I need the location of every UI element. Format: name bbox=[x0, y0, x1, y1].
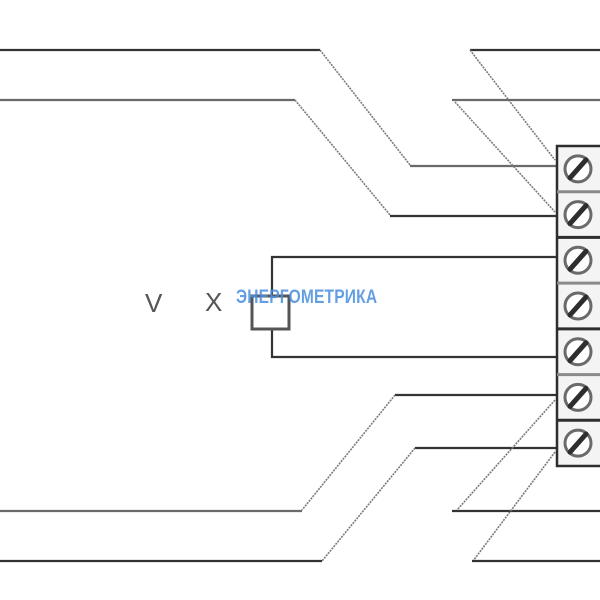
bottom-left-wires bbox=[0, 393, 557, 563]
wire-2-diagonal bbox=[294, 99, 391, 216]
screw-icon bbox=[563, 337, 593, 367]
wire-3-diagonal bbox=[469, 49, 556, 161]
wire-5-diagonal bbox=[301, 394, 396, 511]
screw-icon bbox=[563, 428, 593, 458]
coil-box bbox=[250, 294, 291, 331]
terminal-7 bbox=[557, 418, 600, 458]
wire-8-diagonal bbox=[472, 451, 556, 562]
bottom-right-wires bbox=[452, 399, 600, 563]
terminal-4 bbox=[557, 281, 600, 321]
terminal-5 bbox=[557, 327, 600, 367]
coil-wiring bbox=[250, 255, 557, 359]
terminal-2 bbox=[557, 190, 600, 230]
terminal-3 bbox=[557, 235, 600, 275]
wire-1-diagonal bbox=[319, 49, 411, 166]
wire-7-diagonal bbox=[456, 399, 556, 511]
top-left-wires bbox=[0, 48, 557, 218]
wire-4-diagonal bbox=[454, 101, 556, 213]
label-v: V bbox=[145, 288, 163, 318]
screw-icon bbox=[563, 382, 593, 412]
terminal-6 bbox=[557, 373, 600, 412]
coil-wire-bottom bbox=[270, 328, 557, 359]
watermark: ЭНЕРГОМЕТРИКА bbox=[236, 287, 378, 308]
top-right-wires bbox=[452, 48, 600, 213]
terminal-block bbox=[555, 144, 600, 468]
screw-icon bbox=[563, 200, 593, 230]
label-x: X bbox=[205, 287, 223, 317]
wire-6-diagonal bbox=[321, 447, 416, 562]
screw-icon bbox=[563, 245, 593, 275]
coil-wire-top bbox=[270, 255, 557, 300]
screw-icon bbox=[563, 154, 593, 184]
screw-icon bbox=[563, 291, 593, 321]
terminal-1 bbox=[563, 154, 593, 184]
